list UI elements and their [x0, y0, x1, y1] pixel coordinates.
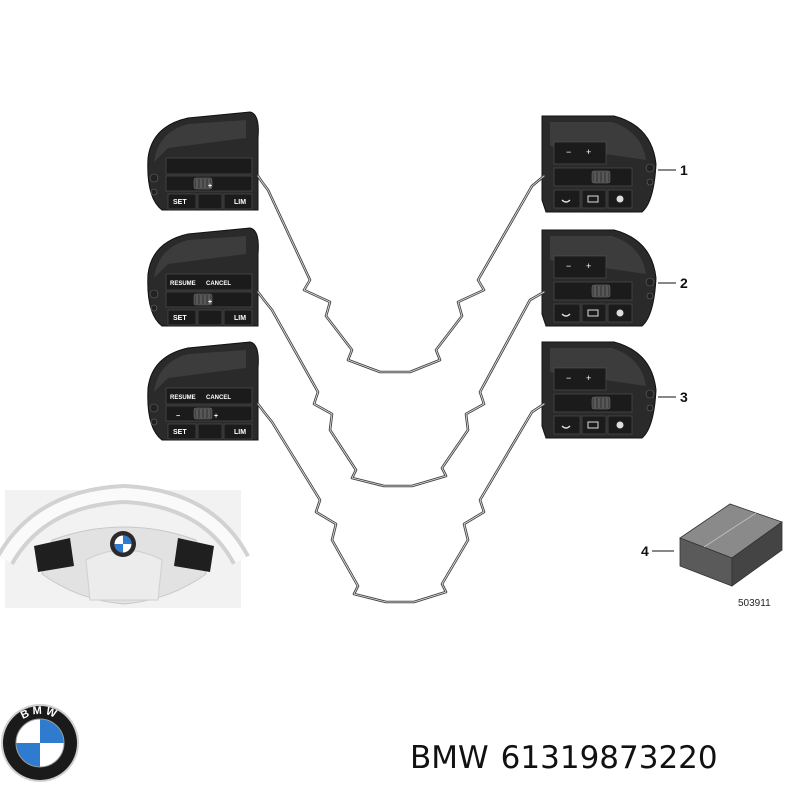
cable-3 — [256, 402, 546, 604]
logo-lettering: BMW — [19, 705, 58, 722]
resume-label: RESUME — [170, 395, 196, 401]
left-switch-1: + SET LIM — [147, 111, 259, 211]
callout-number-2: 2 — [680, 275, 688, 291]
part-number: 61319873220 — [500, 740, 718, 776]
callout-number-3: 3 — [680, 389, 688, 405]
reference-code: 503911 — [738, 598, 771, 609]
product-caption: BMW 61319873220 — [410, 740, 790, 784]
plus-label: + — [214, 413, 218, 420]
resume-label: RESUME — [170, 281, 196, 287]
minus-label: − — [176, 413, 180, 420]
callout-number-4: 4 — [641, 543, 649, 559]
callout-3: 3 — [658, 389, 688, 405]
svg-text:BMW: BMW — [19, 705, 61, 722]
set-label: SET — [173, 315, 187, 322]
plus-label: + — [208, 183, 212, 190]
cancel-label: CANCEL — [206, 395, 231, 401]
inset-bmw-roundel — [110, 531, 136, 557]
lim-label: LIM — [234, 199, 246, 206]
set-label: SET — [173, 429, 187, 436]
wiring-cables — [256, 174, 546, 604]
callout-number-1: 1 — [680, 162, 688, 178]
left-switch-2: RESUME CANCEL + SET LIM — [147, 227, 259, 327]
set-label: SET — [173, 199, 187, 206]
steering-wheel-inset — [0, 483, 250, 608]
bmw-logo: BMW — [1, 704, 79, 782]
callout-4: 4 — [641, 543, 674, 559]
right-switch-2 — [541, 229, 657, 327]
lim-label: LIM — [234, 429, 246, 436]
left-switch-3: RESUME CANCEL − + SET LIM — [147, 341, 259, 441]
callout-2: 2 — [658, 275, 688, 291]
callout-1: 1 — [658, 162, 688, 178]
lim-label: LIM — [234, 315, 246, 322]
right-switch-3 — [541, 341, 657, 439]
plus-label: + — [208, 299, 212, 306]
brand-name: BMW — [410, 740, 489, 776]
right-switch-1 — [541, 115, 657, 213]
cable-2 — [256, 290, 546, 488]
cable-1 — [256, 174, 546, 374]
part-4-box — [679, 503, 783, 587]
cancel-label: CANCEL — [206, 281, 231, 287]
